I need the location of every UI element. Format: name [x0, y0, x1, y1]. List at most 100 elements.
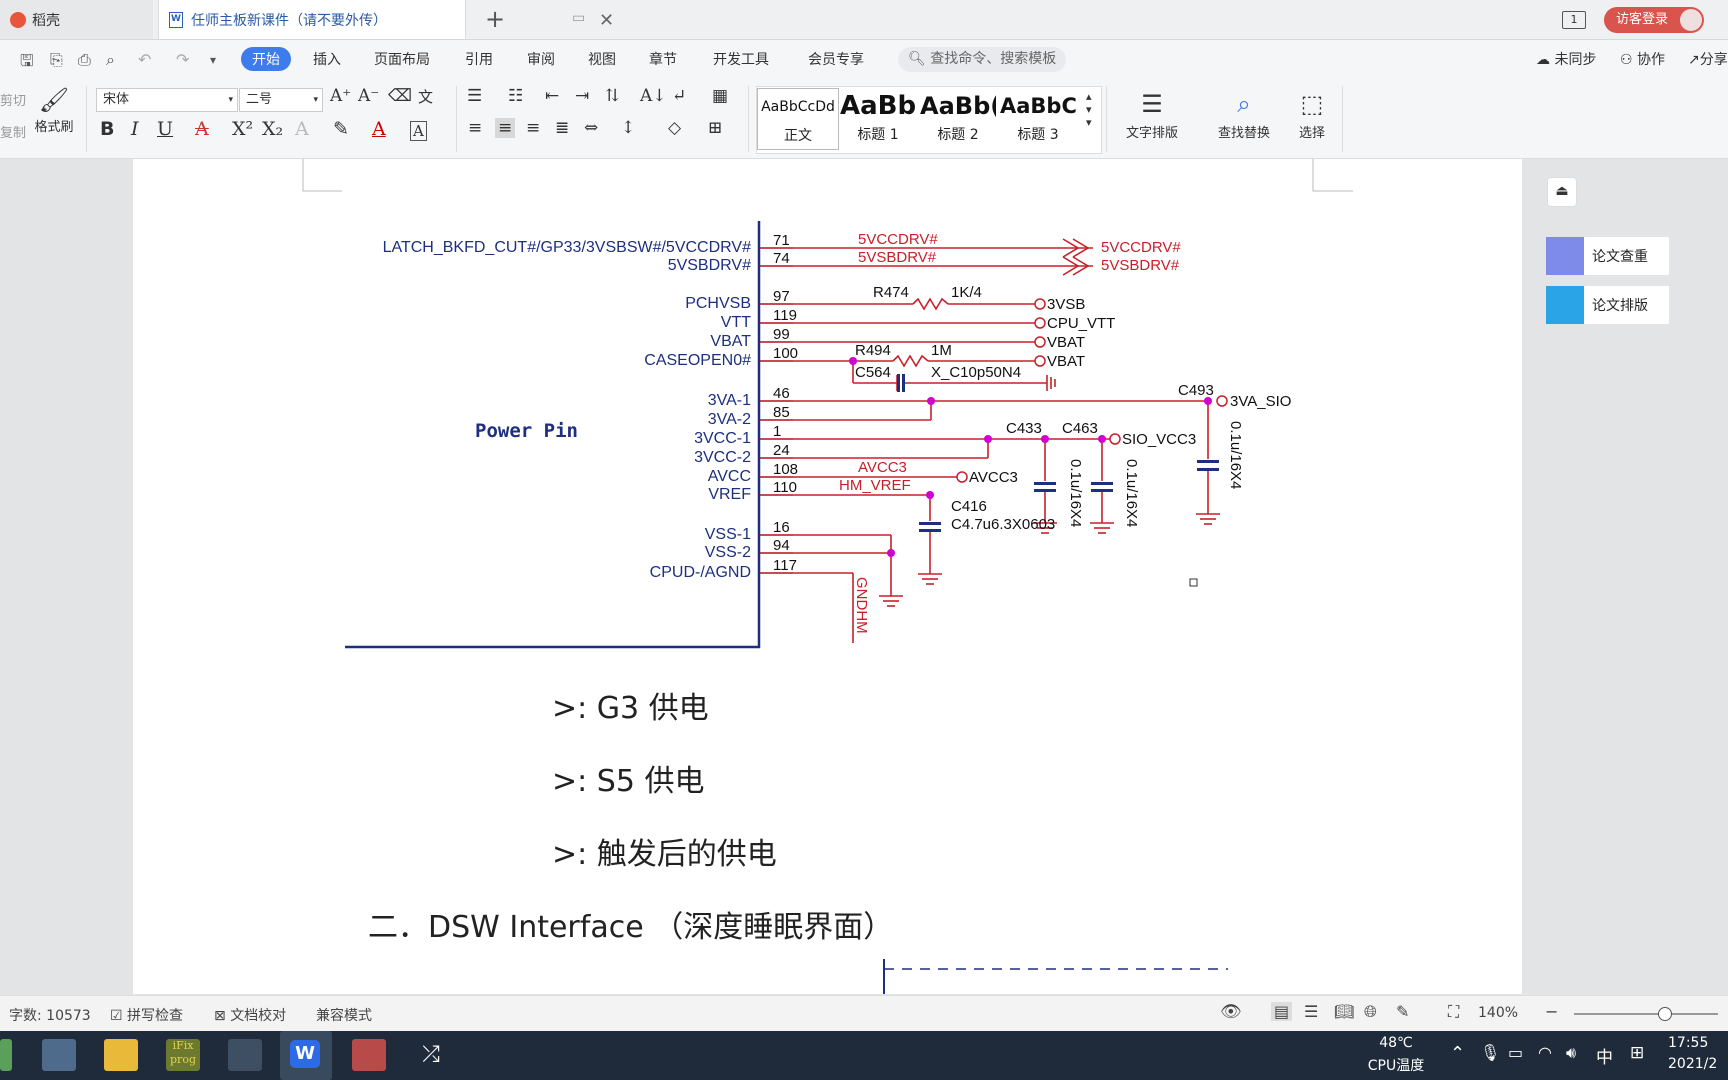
align-center-icon[interactable]: ≡ — [495, 118, 516, 138]
menu-insert[interactable]: 插入 — [313, 52, 341, 68]
line-spacing-icon[interactable]: ↕ — [621, 118, 636, 138]
menu-member[interactable]: 会员专享 — [808, 52, 864, 68]
char-border-icon[interactable]: A — [410, 121, 427, 141]
microphone-icon[interactable]: 🎙︎ — [1480, 1043, 1501, 1062]
style-heading-2[interactable]: AaBb( 标题 2 — [920, 88, 996, 148]
increase-indent-icon[interactable]: ⇥ — [575, 86, 590, 106]
clock-date[interactable]: 2021/2 — [1668, 1056, 1718, 1072]
body-line-s5[interactable]: >: S5 供电 — [552, 764, 705, 799]
align-right-icon[interactable]: ≡ — [526, 118, 541, 138]
superscript-icon[interactable]: X² — [232, 118, 254, 140]
show-marks-icon[interactable]: ↵ — [672, 86, 687, 106]
font-color-icon[interactable]: A — [372, 118, 386, 140]
underline-icon[interactable]: U — [157, 118, 174, 140]
font-size-select[interactable]: 二号▾ — [239, 88, 323, 112]
pdf-icon[interactable] — [352, 1039, 386, 1071]
shading-icon[interactable]: ◇ — [668, 118, 682, 138]
zoom-level[interactable]: 140% — [1478, 1005, 1519, 1021]
menu-start[interactable]: 开始 — [241, 47, 291, 71]
collapse-panel-icon[interactable]: ⏏ — [1547, 177, 1577, 207]
eye-protect-icon[interactable]: 👁︎ — [1220, 1002, 1242, 1022]
login-button[interactable]: 访客登录 — [1603, 6, 1704, 33]
doc-proof-button[interactable]: ⊠ 文档校对 — [214, 1008, 287, 1024]
close-tab-icon[interactable]: ✕ — [599, 10, 615, 31]
print-icon[interactable]: ⎙ — [78, 50, 91, 69]
phonetic-guide-icon[interactable]: 文 — [418, 88, 434, 106]
gallery-scroll-icon[interactable]: ▴▾▾ — [1086, 90, 1092, 129]
volume-icon[interactable]: 🔊︎ — [1566, 1043, 1577, 1062]
menu-chapter[interactable]: 章节 — [649, 52, 677, 68]
window-count-icon[interactable]: 1 — [1561, 10, 1586, 29]
bold-icon[interactable]: B — [100, 118, 115, 140]
distribute-icon[interactable]: ⇔ — [584, 118, 599, 138]
borders-icon[interactable]: ⊞ — [708, 118, 723, 138]
style-heading-1[interactable]: AaBb 标题 1 — [840, 88, 916, 148]
align-left-icon[interactable]: ≡ — [468, 118, 483, 138]
subscript-icon[interactable]: X₂ — [262, 118, 284, 140]
font-name-select[interactable]: 宋体▾ — [96, 88, 238, 112]
wifi-icon[interactable]: ◠ — [1538, 1043, 1552, 1062]
new-tab-icon[interactable]: + — [485, 5, 506, 33]
shuffle-icon[interactable]: ⤮ — [422, 1042, 440, 1067]
decrease-indent-icon[interactable]: ⇤ — [545, 86, 560, 106]
tray-expand-icon[interactable]: ⌃ — [1450, 1043, 1466, 1064]
menu-view[interactable]: 视图 — [588, 52, 616, 68]
copy-button[interactable]: 复制 — [0, 126, 27, 141]
taskbar-app-explorer-window-icon[interactable] — [42, 1039, 76, 1071]
section-heading-dsw[interactable]: 二．DSW Interface （深度睡眠界面） — [368, 910, 894, 945]
chinese-layout-icon[interactable]: ⇅ — [605, 86, 620, 106]
folder-icon[interactable] — [104, 1039, 138, 1071]
body-line-trigger[interactable]: >: 触发后的供电 — [552, 837, 777, 872]
bullet-list-icon[interactable]: ☰ — [467, 86, 483, 106]
italic-icon[interactable]: I — [131, 118, 139, 140]
share-button[interactable]: ↗分享 — [1688, 52, 1728, 68]
menu-dev-tools[interactable]: 开发工具 — [713, 52, 769, 68]
ime-indicator[interactable]: 中 — [1596, 1048, 1613, 1068]
tab-home[interactable]: 稻壳 — [0, 0, 153, 39]
fit-page-icon[interactable]: ⛶ — [1448, 1002, 1460, 1021]
menu-review[interactable]: 审阅 — [527, 52, 555, 68]
style-heading-3[interactable]: AaBbC 标题 3 — [1000, 88, 1076, 148]
undo-icon[interactable]: ↶ — [138, 50, 152, 69]
menu-page-layout[interactable]: 页面布局 — [374, 52, 430, 68]
save-icon[interactable]: 🖫 — [20, 51, 34, 70]
document-page[interactable]: Power Pin LATCH_BKFD_CUT#/GP33/3VSBSW#/5… — [133, 159, 1522, 994]
style-normal[interactable]: AaBbCcDd 正文 — [757, 88, 839, 150]
cut-button[interactable]: 剪切 — [0, 94, 27, 109]
start-icon[interactable] — [0, 1039, 12, 1071]
web-view-icon[interactable]: 🌐︎ — [1364, 1002, 1377, 1021]
spell-check-button[interactable]: ☑ 拼写检查 — [110, 1008, 184, 1024]
highlight-icon[interactable]: ✎ — [333, 118, 349, 140]
body-line-g3[interactable]: >: G3 供电 — [552, 691, 709, 726]
strikethrough-icon[interactable]: A — [195, 118, 209, 140]
command-search-input[interactable]: 🔍︎ 查找命令、搜索模板 — [898, 47, 1066, 72]
pin-icon[interactable]: ▭ — [572, 10, 586, 26]
outline-view-icon[interactable]: ☰ — [1304, 1002, 1319, 1021]
zoom-slider[interactable] — [1574, 1007, 1718, 1021]
grow-font-icon[interactable]: A⁺ — [330, 86, 352, 106]
battery-icon[interactable]: ▭ — [1508, 1043, 1524, 1062]
menu-references[interactable]: 引用 — [465, 52, 493, 68]
redo-icon[interactable]: ↷ — [176, 50, 190, 69]
zoom-slider-thumb[interactable] — [1658, 1007, 1672, 1021]
text-layout-button[interactable]: ☰ 文字排版 — [1116, 86, 1188, 141]
print-preview-icon[interactable]: ⌕ — [106, 50, 115, 69]
table-line-icon[interactable]: ▦ — [712, 86, 729, 106]
sync-button[interactable]: ☁ 未同步 — [1536, 52, 1597, 68]
format-painter-button[interactable]: 🖌︎ 格式刷 — [30, 84, 78, 135]
collab-button[interactable]: ⚇ 协作 — [1620, 52, 1666, 68]
text-effect-icon[interactable]: A — [295, 118, 309, 140]
page-view-icon[interactable]: ▤ — [1271, 1002, 1293, 1021]
clear-format-icon[interactable]: ⌫ — [388, 86, 413, 106]
numbered-list-icon[interactable]: ☷ — [508, 86, 524, 106]
sort-icon[interactable]: A↓ — [640, 86, 667, 106]
paint-palette-icon[interactable] — [228, 1039, 262, 1071]
format-copy-icon[interactable]: ⎘ — [50, 50, 63, 69]
clock-time[interactable]: 17:55 — [1668, 1035, 1709, 1051]
word-count[interactable]: 字数: 10573 — [9, 1008, 91, 1024]
justify-icon[interactable]: ≣ — [555, 118, 570, 138]
select-button[interactable]: ⬚ 选择 — [1286, 86, 1338, 141]
keyboard-layout-icon[interactable]: ⊞ — [1630, 1043, 1645, 1063]
taskbar-wps-active[interactable]: W — [280, 1031, 332, 1080]
